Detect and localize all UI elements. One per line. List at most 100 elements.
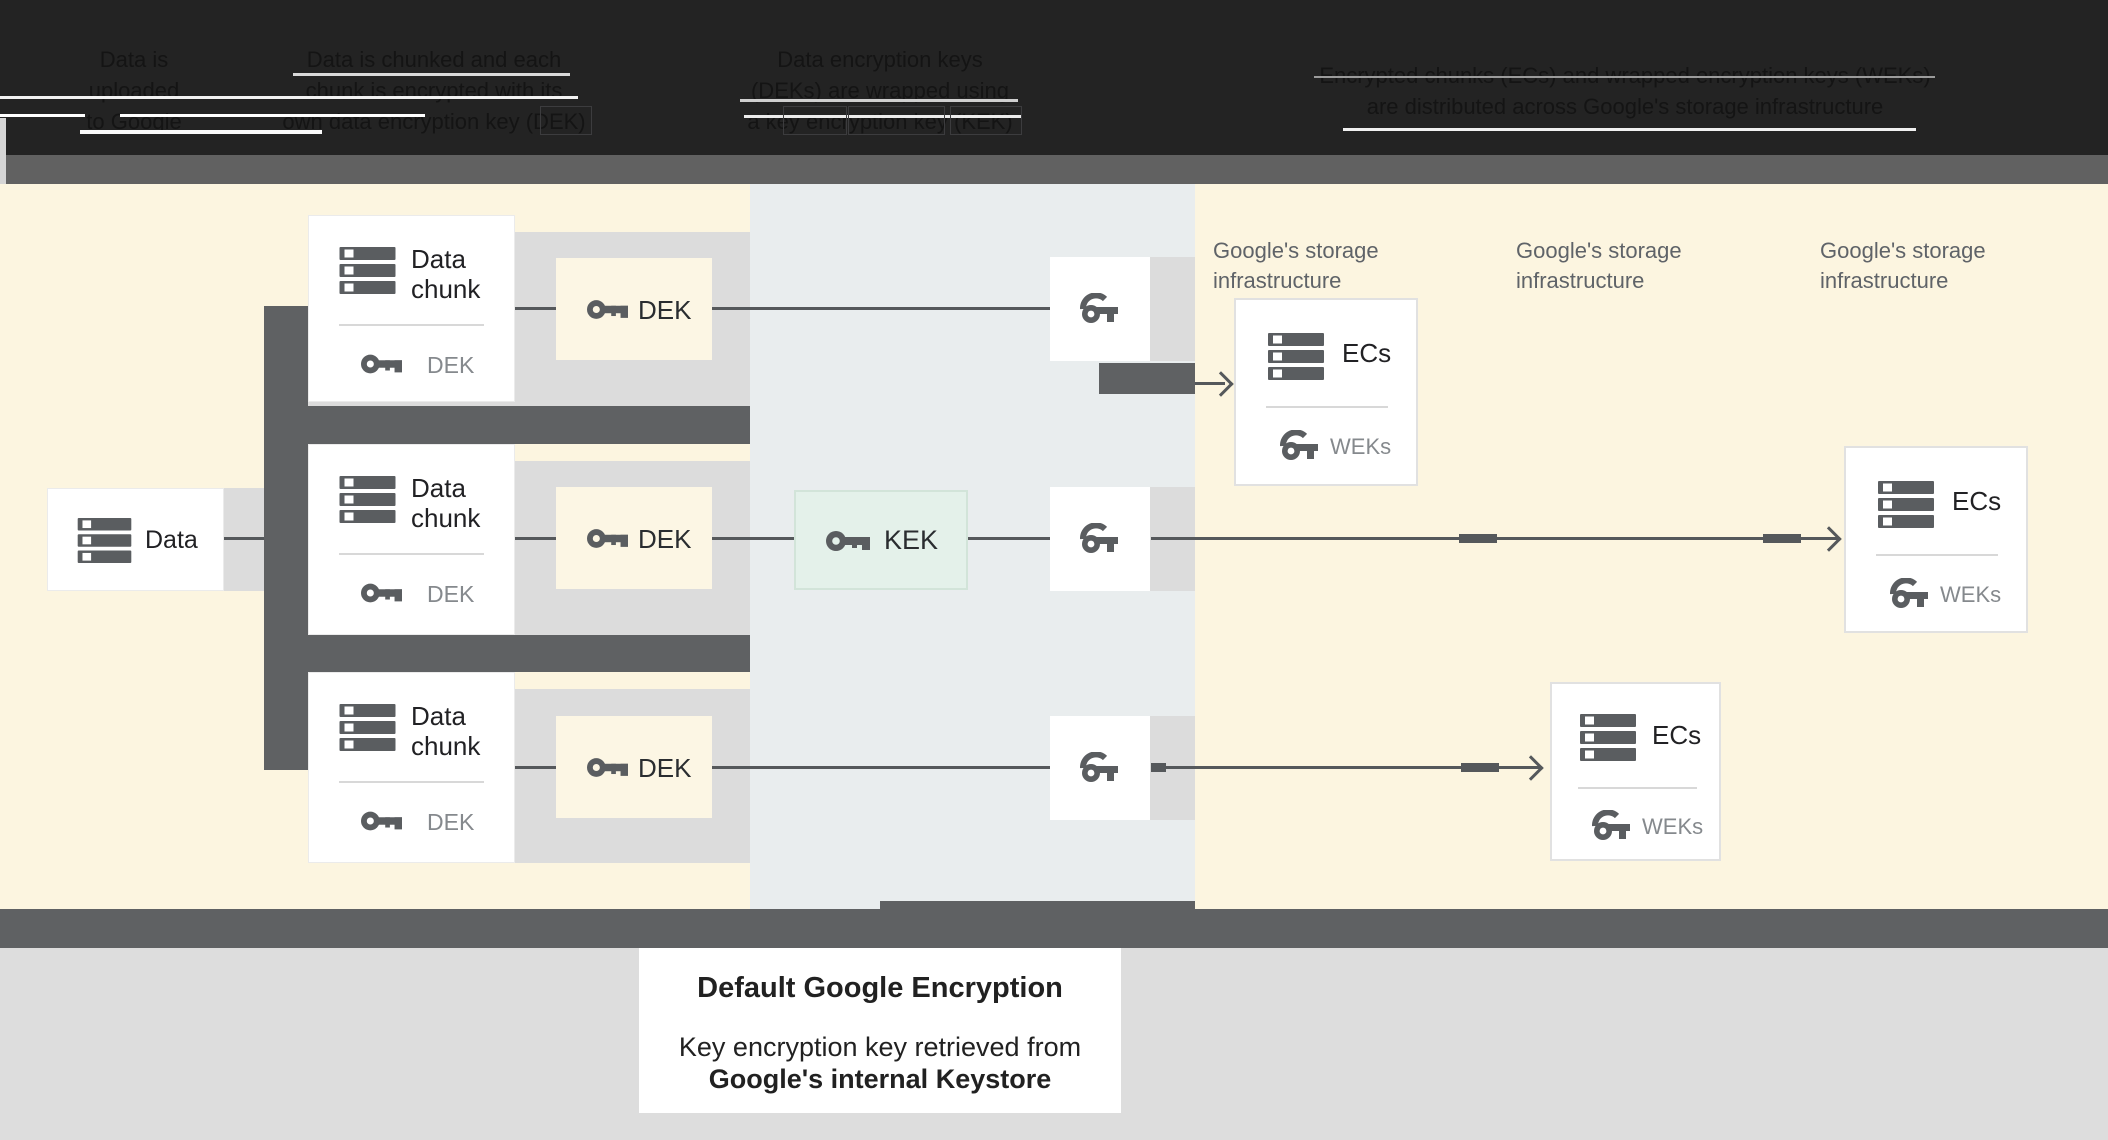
header-streak xyxy=(120,114,425,117)
wrapped-key-box-2 xyxy=(1050,487,1150,591)
line-dek1-to-wrap1 xyxy=(712,307,1050,310)
header-step-1-line: Data is xyxy=(99,47,169,72)
header-streak xyxy=(0,96,578,99)
arrow-wrap1-to-ec1 xyxy=(1195,382,1225,385)
key-icon xyxy=(587,528,628,549)
card-divider xyxy=(1578,787,1697,789)
left-edge-sliver xyxy=(0,118,6,184)
storage-infrastructure-label-1: Google's storage infrastructure xyxy=(1213,238,1379,293)
header-streak xyxy=(1314,76,1935,78)
arrow-dash xyxy=(1461,763,1499,772)
header-step-2-line: chunk is encrypted with its xyxy=(305,78,563,103)
ec-card-weks-label: WEKs xyxy=(1940,582,2002,607)
chunk-card-title: Data chunk xyxy=(411,701,481,761)
chunk-dek-label: DEK xyxy=(427,352,475,378)
wrapped-key-icon xyxy=(1592,810,1632,840)
line-chunk2-to-dek2 xyxy=(515,537,556,540)
ec-card-2: ECs WEKs xyxy=(1844,446,2028,633)
card-divider xyxy=(339,553,484,555)
dek-box-label: DEK xyxy=(638,295,692,325)
header-step-3-line: Data encryption keys xyxy=(777,47,983,72)
data-chunk-card-1: Data chunk DEK xyxy=(308,215,515,402)
top-divider-bar xyxy=(0,155,2108,184)
header-step-2: Data is chunked and each chunk is encryp… xyxy=(234,44,634,137)
data-chunk-card-3: Data chunk DEK xyxy=(308,672,515,863)
line-dek2-to-kek xyxy=(712,537,794,540)
header-step-4-line: Encrypted chunks (ECs) and wrapped encry… xyxy=(1319,63,1931,88)
wrapped-key-icon xyxy=(1080,293,1120,323)
ec-card-weks-label: WEKs xyxy=(1642,814,1704,839)
key-icon xyxy=(587,757,628,778)
data-box: Data xyxy=(47,488,224,591)
ec-card-weks-label: WEKs xyxy=(1330,434,1392,459)
wrapped-key-box-1 xyxy=(1050,257,1150,361)
key-icon xyxy=(826,530,870,552)
line-dek3-to-wrap3 xyxy=(712,766,1050,769)
line-data-to-trunk xyxy=(224,537,264,540)
header-chip xyxy=(950,106,1022,135)
header-streak xyxy=(744,115,1022,118)
wrapped-key-icon xyxy=(1080,752,1120,782)
ec-card-3: ECs WEKs xyxy=(1550,682,1721,861)
arrow-dash xyxy=(1763,534,1801,543)
header-streak xyxy=(293,73,570,76)
database-icon xyxy=(1580,714,1636,761)
kek-box-label: KEK xyxy=(884,525,939,555)
dek-box-3: DEK xyxy=(556,716,712,818)
header-step-2-line: Data is chunked and each xyxy=(306,47,562,72)
chunk-dek-label: DEK xyxy=(427,581,475,607)
card-divider xyxy=(1266,406,1388,408)
database-icon xyxy=(339,704,396,751)
caption-title: Default Google Encryption xyxy=(697,972,1063,1004)
header-step-1: Data is uploaded to Google xyxy=(34,44,234,137)
wrapped-key-icon xyxy=(1280,430,1320,460)
key-icon xyxy=(361,810,402,832)
card-divider xyxy=(1876,554,1998,556)
chunk-card-title: Data chunk xyxy=(411,244,481,304)
header-step-1-line: to Google xyxy=(86,109,182,134)
kek-box: KEK xyxy=(794,490,968,590)
dek-box-label: DEK xyxy=(638,753,692,783)
header-step-3-line: (DEKs) are wrapped using xyxy=(750,78,1009,103)
header-step-4-line: are distributed across Google's storage … xyxy=(1366,94,1884,119)
chunk-dek-label: DEK xyxy=(427,809,475,835)
pipe-between-row2-row3 xyxy=(264,635,750,672)
header-chip xyxy=(848,106,945,135)
caption-card: Default Google Encryption Key encryption… xyxy=(639,948,1121,1113)
chunk-card-title: Data chunk xyxy=(411,473,481,533)
data-chunk-card-2: Data chunk DEK xyxy=(308,444,515,635)
header-step-3: Data encryption keys (DEKs) are wrapped … xyxy=(680,44,1080,137)
ec-card-1: ECs WEKs xyxy=(1234,298,1418,486)
wrap1-stub xyxy=(1150,257,1195,361)
data-box-label: Data xyxy=(145,526,198,554)
header-streak xyxy=(740,99,1018,102)
chunk-trunk-bar xyxy=(264,306,308,770)
database-icon xyxy=(77,518,132,563)
header-step-4: Encrypted chunks (ECs) and wrapped encry… xyxy=(1315,60,1935,122)
wrapped-key-box-3 xyxy=(1050,716,1150,820)
header-strip: Data is uploaded to Google Data is chunk… xyxy=(0,0,2108,155)
header-step-1-line: uploaded xyxy=(88,78,180,103)
bottom-divider-bar xyxy=(0,909,2108,948)
wrapped-key-icon xyxy=(1890,578,1930,608)
dek-box-label: DEK xyxy=(638,524,692,554)
caption-line-2: Google's internal Keystore xyxy=(708,1064,1052,1094)
header-step-3-line: a key encryption key (KEK) xyxy=(747,109,1013,134)
dek-box-2: DEK xyxy=(556,487,712,589)
arrow-wrap3-to-ec3 xyxy=(1151,766,1540,769)
line-kek-to-wrap2 xyxy=(968,537,1050,540)
key-icon xyxy=(361,353,402,375)
header-chip xyxy=(783,106,847,135)
ec-card-title: ECs xyxy=(1342,338,1392,368)
header-step-2-line: own data encryption key (DEK) xyxy=(282,109,586,134)
card-divider xyxy=(339,324,484,326)
line-chunk1-to-dek1 xyxy=(515,307,556,310)
arrow-dash xyxy=(1151,763,1166,772)
header-chip xyxy=(540,106,592,135)
database-icon xyxy=(339,247,396,294)
database-icon xyxy=(1268,333,1324,380)
ec-card-title: ECs xyxy=(1952,486,2002,516)
header-streak xyxy=(80,130,322,134)
database-icon xyxy=(339,476,396,523)
